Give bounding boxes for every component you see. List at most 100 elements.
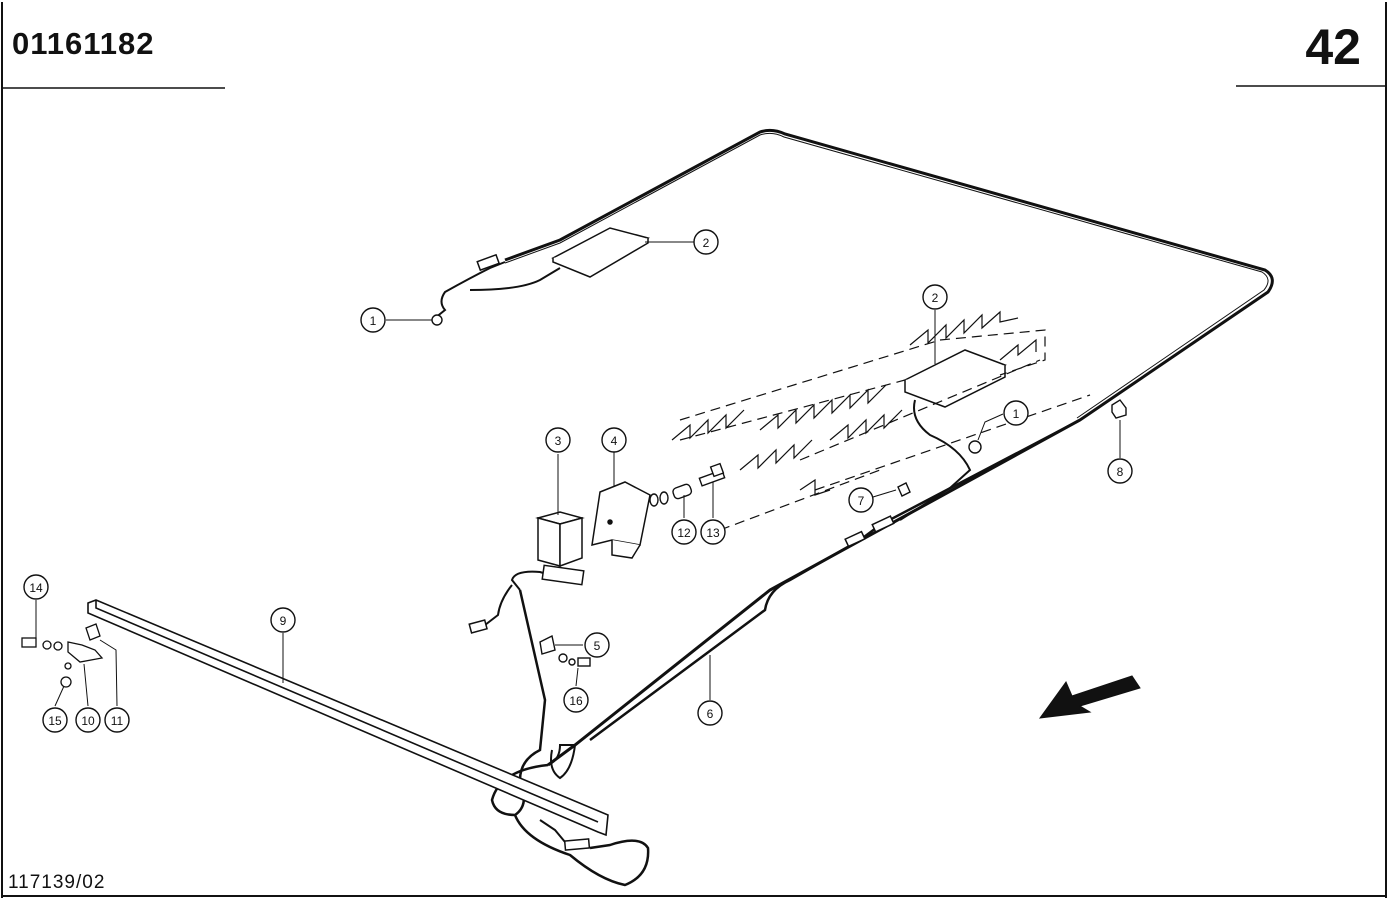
callout-16: 16 (563, 687, 589, 713)
callout-circle (700, 519, 726, 545)
callout-label: 7 (858, 494, 865, 508)
phantom-teeth (671, 310, 1037, 496)
top-sensor-lead (434, 261, 506, 319)
bottom-connector-lead (539, 819, 566, 843)
callout-circle (75, 707, 101, 733)
callout-label: 16 (569, 694, 583, 708)
callout-label: 10 (81, 714, 95, 728)
leader-15 (54, 685, 65, 707)
callout-circle (23, 574, 49, 600)
clip-5 (539, 634, 556, 655)
bolt-16 (577, 657, 591, 667)
callout-label: 1 (1013, 407, 1020, 421)
teeth-row-2 (739, 439, 813, 471)
teeth-tab (799, 478, 831, 496)
fastener-set-upper (649, 462, 726, 507)
bolt-14 (21, 637, 37, 648)
mid-connector-2 (844, 530, 866, 548)
mid-connector (871, 515, 895, 533)
callout-circle (360, 307, 386, 333)
callout-circle (922, 284, 948, 310)
teeth-row-3 (759, 384, 887, 431)
callout-circle (1003, 400, 1029, 426)
callout-circle (270, 607, 296, 633)
module-front (537, 517, 561, 567)
callout-circle (42, 707, 68, 733)
callout-label: 11 (111, 714, 124, 728)
module-side-lead (484, 584, 513, 626)
washer-b (659, 491, 669, 505)
callout-circle (671, 519, 697, 545)
mounting-rail (87, 599, 609, 837)
control-module (535, 511, 585, 568)
callout-label: 14 (29, 581, 43, 595)
bracket-hole (607, 519, 613, 525)
callout-label: 2 (703, 236, 710, 250)
callout-label: 4 (611, 434, 618, 448)
callout-6: 6 (697, 700, 723, 726)
travel-direction-arrow (1038, 675, 1141, 719)
harness-main-outer (504, 128, 1274, 767)
small-clips (431, 314, 1127, 497)
fastener-set-lower (539, 634, 591, 667)
teeth-row-1 (671, 409, 745, 441)
callout-11: 11 (104, 707, 130, 733)
plate-10 (67, 641, 104, 663)
callout-circle (1107, 458, 1133, 484)
hardware-left (21, 623, 104, 688)
callout-8: 8 (1107, 458, 1133, 484)
bracket-11 (85, 623, 101, 641)
callout-circle (601, 427, 627, 453)
callout-label: 6 (707, 707, 714, 721)
phantom-bolt-line (719, 469, 881, 531)
phantom-top-edge (939, 329, 1046, 376)
callout-label: 2 (932, 291, 939, 305)
callout-circle (104, 707, 130, 733)
washer-d (568, 658, 576, 666)
callout-9: 9 (270, 607, 296, 633)
bracket-foot (611, 540, 641, 559)
bracket-body (591, 481, 651, 547)
sensor-right (903, 349, 1007, 408)
callout-2: 2 (922, 284, 948, 310)
callout-label: 1 (370, 314, 377, 328)
callout-5: 5 (584, 632, 610, 658)
harness-main-inner (504, 132, 1269, 419)
bolt-head (709, 462, 725, 478)
phantom-bottom-line (814, 394, 1091, 491)
callout-1: 1 (1003, 400, 1029, 426)
grommet-right (968, 440, 982, 454)
washer-e (42, 640, 52, 650)
callout-circle (563, 687, 589, 713)
harness-branch-lower (589, 418, 1081, 742)
leader-1-right (977, 413, 1004, 441)
grommet-top (431, 314, 443, 326)
nut-15 (60, 676, 72, 688)
washer-a (649, 493, 659, 507)
callout-1: 1 (360, 307, 386, 333)
callout-circle (693, 229, 719, 255)
spacer (672, 483, 693, 500)
callout-label: 13 (706, 526, 720, 540)
callout-label: 9 (280, 614, 287, 628)
callout-circle (584, 632, 610, 658)
part-number: 01161182 (12, 26, 155, 61)
right-sensor-cable (899, 399, 972, 521)
callout-3: 3 (545, 427, 571, 453)
callout-10: 10 (75, 707, 101, 733)
washer-f (53, 641, 63, 651)
callout-label: 5 (594, 639, 601, 653)
washer-c (558, 653, 568, 663)
teeth-row-6 (999, 338, 1037, 361)
washer-g (64, 662, 72, 670)
drawing-number: 117139/02 (8, 872, 106, 893)
callout-12: 12 (671, 519, 697, 545)
callout-label: 8 (1117, 465, 1124, 479)
page-number: 42 (1305, 19, 1361, 75)
leader-lines (35, 241, 1121, 707)
teeth-row-5 (909, 310, 1019, 346)
leader-16 (575, 667, 579, 687)
